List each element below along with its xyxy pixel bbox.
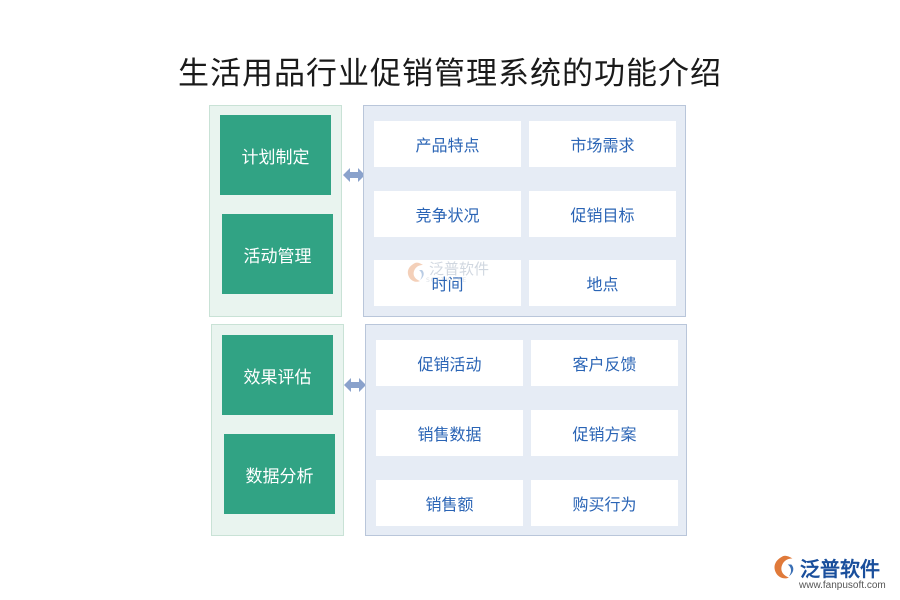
function-box-evaluate: 效果评估: [222, 335, 333, 415]
function-box-analysis: 数据分析: [224, 434, 335, 514]
watermark-sub: SOFTWARE: [426, 277, 468, 284]
item-cell: 促销活动: [376, 340, 523, 386]
item-cell: 促销目标: [529, 191, 676, 237]
item-cell: 销售数据: [376, 410, 523, 456]
item-cell: 竞争状况: [374, 191, 521, 237]
item-cell: 促销方案: [531, 410, 678, 456]
brand-logo-icon: [774, 555, 794, 578]
watermark-brand: 泛普软件: [429, 260, 490, 278]
right-panel-group-2: 促销活动 客户反馈 销售数据 促销方案 销售额 购买行为: [365, 324, 687, 536]
item-cell: 销售额: [376, 480, 523, 526]
function-box-activity: 活动管理: [222, 214, 333, 294]
right-panel-group-1: 产品特点 市场需求 竞争状况 促销目标 时间 地点: [363, 105, 686, 317]
watermark: 泛普软件 SOFTWARE: [404, 262, 489, 284]
logo-brand-text: 泛普软件: [800, 557, 880, 581]
double-arrow-icon: [343, 168, 365, 182]
item-cell: 市场需求: [529, 121, 676, 167]
item-cell: 购买行为: [531, 480, 678, 526]
logo-url: www.fanpusoft.com: [799, 580, 886, 591]
item-cell: 时间: [374, 260, 521, 306]
left-panel-group-1: 计划制定 活动管理: [209, 105, 342, 317]
page-title: 生活用品行业促销管理系统的功能介绍: [178, 56, 722, 92]
double-arrow-icon: [344, 378, 366, 392]
item-cell: 客户反馈: [531, 340, 678, 386]
item-cell: 产品特点: [374, 121, 521, 167]
item-cell: 地点: [529, 260, 676, 306]
left-panel-group-2: 效果评估 数据分析: [211, 324, 344, 536]
brand-logo-icon: [407, 262, 424, 282]
function-box-plan: 计划制定: [220, 115, 331, 195]
brand-logo: 泛普软件: [770, 553, 880, 582]
